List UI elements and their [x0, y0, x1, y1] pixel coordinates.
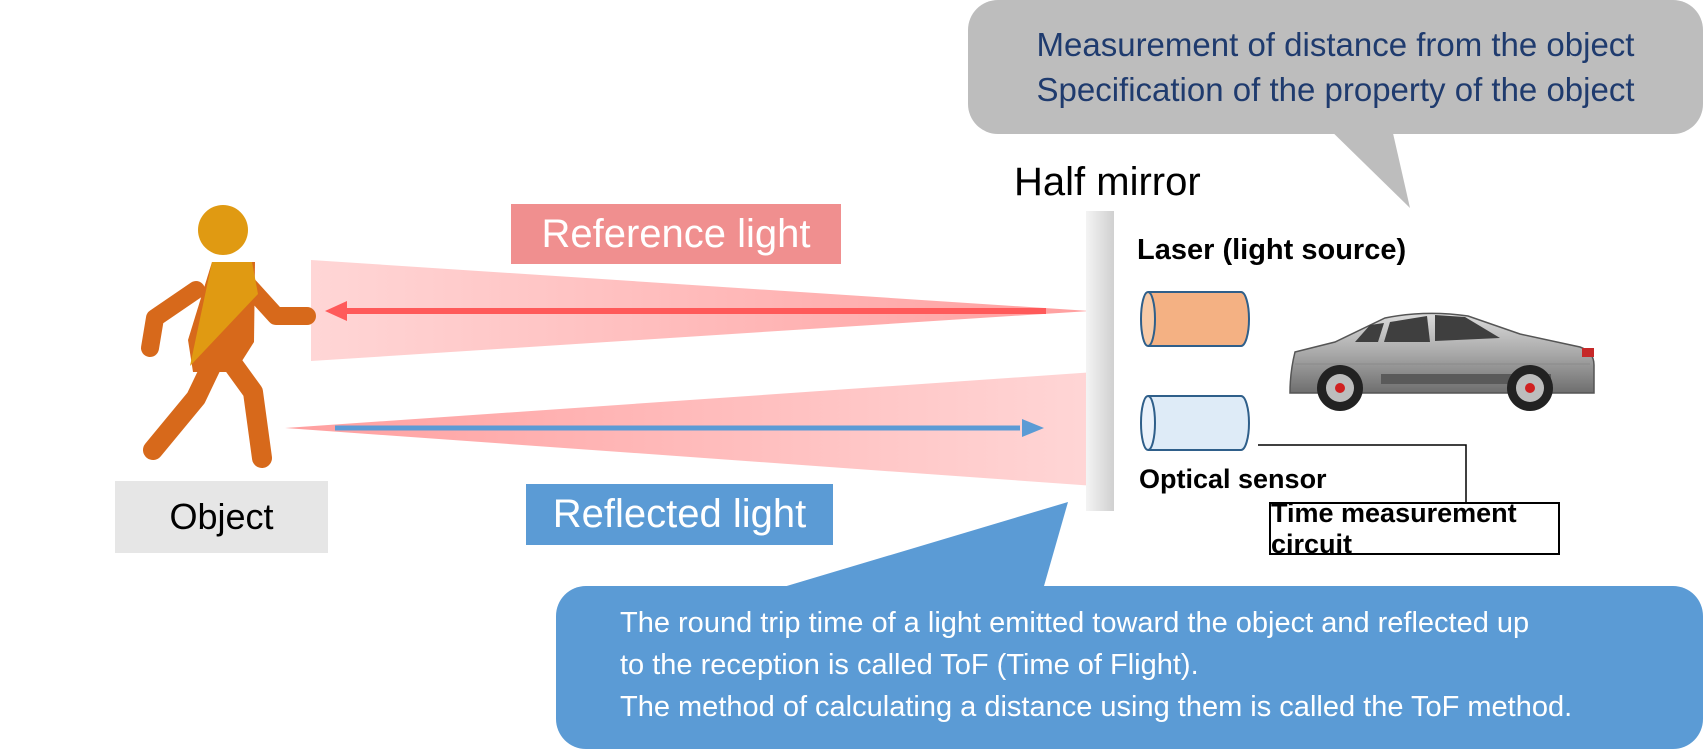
time-measurement-circuit-label: Time measurement circuit [1271, 497, 1517, 559]
sensor-circuit-connector [1258, 444, 1467, 502]
bottom-callout: The round trip time of a light emitted t… [556, 586, 1703, 749]
top-callout-line-2: Specification of the property of the obj… [1036, 71, 1635, 108]
bottom-callout-line-1: The round trip time of a light emitted t… [620, 607, 1530, 639]
reflected-arrow [335, 419, 1044, 437]
reflected-light-tag: Reflected light [526, 484, 833, 545]
half-mirror-label: Half mirror [1014, 160, 1201, 204]
walking-person-icon [141, 205, 316, 468]
bottom-callout-tail [740, 502, 1068, 600]
time-measurement-circuit-box: Time measurement circuit [1269, 498, 1560, 559]
bottom-callout-line-2: to the reception is called ToF (Time of … [620, 649, 1199, 681]
top-callout: Measurement of distance from the object … [968, 0, 1703, 134]
reference-arrow [325, 301, 1046, 321]
object-label: Object [169, 496, 274, 537]
top-callout-tail [1320, 120, 1410, 208]
top-callout-line-1: Measurement of distance from the object [1036, 26, 1635, 63]
reference-light-label: Reference light [541, 211, 811, 256]
bottom-callout-line-3: The method of calculating a distance usi… [620, 691, 1573, 723]
half-mirror [1086, 211, 1114, 511]
reflected-light-label: Reflected light [552, 492, 807, 536]
reference-light-tag: Reference light [511, 204, 841, 264]
car-icon [1289, 312, 1595, 411]
laser-cylinder-icon [1140, 291, 1250, 347]
object-tag: Object [115, 481, 328, 553]
sensor-cylinder-icon [1140, 395, 1250, 451]
optical-sensor-label: Optical sensor [1139, 464, 1327, 494]
laser-label: Laser (light source) [1137, 234, 1407, 266]
